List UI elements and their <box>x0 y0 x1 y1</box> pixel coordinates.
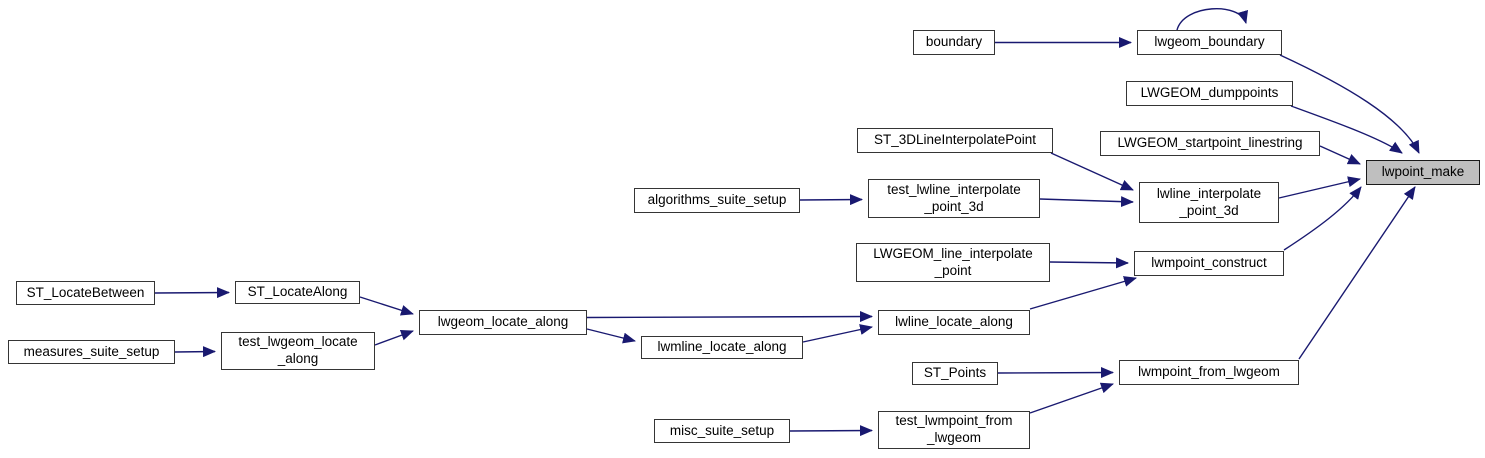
edge-lwgeom-locate-along-to-lwline-locate-along <box>586 311 873 323</box>
node-label: test_lwmpoint_from _lwgeom <box>895 413 1013 445</box>
node-label: lwmline_locate_along <box>657 339 787 355</box>
node-lwpoint-make: lwpoint_make <box>1366 160 1480 185</box>
edge-lwgeom-line-interpolate-point-to-lwmpoint-construct <box>1049 257 1129 269</box>
edge-measures-suite-setup-to-test-lwgeom-locate-along <box>174 346 216 358</box>
node-st-points[interactable]: ST_Points <box>912 362 998 385</box>
node-st-locatealong[interactable]: ST_LocateAlong <box>235 281 360 304</box>
node-misc-suite-setup[interactable]: misc_suite_setup <box>654 419 790 443</box>
node-label: LWGEOM_dumppoints <box>1140 85 1279 101</box>
node-measures-suite-setup[interactable]: measures_suite_setup <box>8 340 175 364</box>
edge-test-lwmpoint-from-lwgeom-to-lwmpoint-from-lwgeom <box>1029 382 1114 414</box>
node-label: test_lwgeom_locate _along <box>238 334 358 366</box>
node-boundary[interactable]: boundary <box>913 30 995 55</box>
node-label: LWGEOM_line_interpolate _point <box>873 245 1033 278</box>
node-label: measures_suite_setup <box>23 343 160 359</box>
node-label: test_lwline_interpolate _point_3d <box>887 181 1021 214</box>
node-st-locatebetween[interactable]: ST_LocateBetween <box>16 281 155 305</box>
node-label: LWGEOM_startpoint_linestring <box>1117 135 1303 151</box>
node-lwmpoint-from-lwgeom[interactable]: lwmpoint_from_lwgeom <box>1119 360 1299 385</box>
node-lwgeom-line-interpolate-point[interactable]: LWGEOM_line_interpolate _point <box>856 243 1050 282</box>
edge-st-3dlineinterpolatepoint-to-lwline-interpolate-point-3d <box>1050 152 1134 191</box>
edge-st-locatealong-to-lwgeom-locate-along <box>359 296 414 316</box>
edge-lwgeom-boundary-self-loop <box>1176 8 1248 31</box>
edge-test-lwgeom-locate-along-to-lwgeom-locate-along <box>374 329 414 346</box>
edge-algorithms-suite-setup-to-test-lwline-interpolate-point-3d <box>799 194 863 206</box>
edge-lwline-interpolate-point-3d-to-lwpoint-make <box>1278 176 1361 199</box>
node-label: lwmpoint_from_lwgeom <box>1138 364 1280 380</box>
edge-lwgeom-boundary-to-lwpoint-make <box>1279 54 1420 154</box>
edge-lwmpoint-from-lwgeom-to-lwpoint-make <box>1298 186 1416 360</box>
node-label: lwgeom_locate_along <box>437 314 569 330</box>
node-label: boundary <box>925 34 983 50</box>
node-label: algorithms_suite_setup <box>647 192 787 208</box>
node-algorithms-suite-setup[interactable]: algorithms_suite_setup <box>634 188 800 213</box>
edge-lwgeom-locate-along-to-lwmline-locate-along <box>586 328 636 344</box>
node-label: lwmpoint_construct <box>1151 255 1267 271</box>
node-label: lwline_interpolate _point_3d <box>1156 185 1262 218</box>
node-test-lwgeom-locate-along[interactable]: test_lwgeom_locate _along <box>221 332 375 370</box>
node-label: ST_LocateAlong <box>247 284 348 300</box>
node-lwline-interpolate-point-3d[interactable]: lwline_interpolate _point_3d <box>1139 182 1279 223</box>
node-label: ST_LocateBetween <box>26 284 145 300</box>
edge-lwgeom-dumppoints-to-lwpoint-make <box>1290 105 1403 154</box>
node-label: lwline_locate_along <box>895 314 1013 330</box>
node-label: lwpoint_make <box>1381 164 1465 180</box>
node-lwmline-locate-along[interactable]: lwmline_locate_along <box>641 336 803 359</box>
edge-test-lwline-interpolate-point-3d-to-lwline-interpolate-point-3d <box>1039 196 1134 208</box>
node-lwgeom-startpoint-linestring[interactable]: LWGEOM_startpoint_linestring <box>1100 131 1320 156</box>
node-lwgeom-locate-along[interactable]: lwgeom_locate_along <box>419 310 587 335</box>
node-lwgeom-boundary[interactable]: lwgeom_boundary <box>1137 30 1282 55</box>
node-lwline-locate-along[interactable]: lwline_locate_along <box>878 310 1030 335</box>
node-label: ST_3DLineInterpolatePoint <box>873 132 1037 148</box>
edge-lwline-locate-along-to-lwmpoint-construct <box>1029 276 1137 310</box>
node-lwmpoint-construct[interactable]: lwmpoint_construct <box>1134 251 1284 276</box>
node-st-3dlineinterpolatepoint[interactable]: ST_3DLineInterpolatePoint <box>857 128 1053 153</box>
edge-st-points-to-lwmpoint-from-lwgeom <box>997 367 1114 379</box>
node-label: misc_suite_setup <box>669 422 775 438</box>
edge-lwgeom-startpoint-linestring-to-lwpoint-make <box>1319 145 1361 165</box>
edge-lwmline-locate-along-to-lwline-locate-along <box>802 324 873 343</box>
node-label: ST_Points <box>923 365 987 381</box>
node-lwgeom-dumppoints[interactable]: LWGEOM_dumppoints <box>1126 81 1293 106</box>
node-label: lwgeom_boundary <box>1154 34 1265 50</box>
edge-lwmpoint-construct-to-lwpoint-make <box>1283 186 1362 251</box>
edge-st-locatebetween-to-st-locatealong <box>154 287 230 299</box>
edge-misc-suite-setup-to-test-lwmpoint-from-lwgeom <box>789 425 873 437</box>
node-test-lwline-interpolate-point-3d[interactable]: test_lwline_interpolate _point_3d <box>868 179 1040 218</box>
node-test-lwmpoint-from-lwgeom[interactable]: test_lwmpoint_from _lwgeom <box>878 411 1030 449</box>
